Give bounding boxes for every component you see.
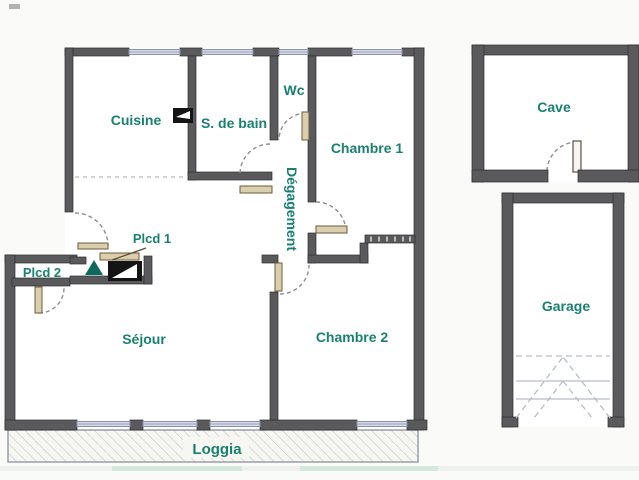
room-label-cuisine: Cuisine — [111, 112, 162, 128]
apartment-interior — [5, 48, 424, 430]
room-label-plcd1: Plcd 1 — [133, 231, 171, 246]
bottom-band-green-right — [300, 466, 438, 471]
room-label-garage: Garage — [542, 298, 590, 314]
room-label-plcd2: Plcd 2 — [23, 265, 61, 280]
chambre1-door-leaf — [315, 225, 348, 234]
degagement-door-leaf — [274, 262, 283, 292]
radiator — [364, 234, 416, 244]
wall-sdb-bottom — [187, 171, 273, 181]
fixture-glyph — [173, 108, 193, 123]
cave-interior — [472, 45, 639, 182]
entry-area — [69, 247, 153, 285]
room-label-sejour: Séjour — [122, 331, 166, 347]
bottom-band-green-left — [112, 466, 242, 471]
room-label-wc: Wc — [284, 82, 305, 98]
garage-interior — [502, 193, 624, 427]
stairs-glyph — [108, 261, 142, 281]
right-wall — [413, 47, 425, 431]
plcd1-pointer-line — [111, 247, 147, 261]
wall-sdb-wc — [269, 55, 279, 141]
wall-chambre1-bottom — [307, 254, 369, 264]
room-label-sdb: S. de bain — [201, 115, 267, 131]
windows-bottom — [76, 421, 408, 427]
entry-marker-triangle — [85, 260, 103, 275]
doors — [34, 111, 582, 314]
plcd2-door-leaf — [34, 286, 43, 314]
room-label-degagement: Dégagement — [284, 167, 300, 251]
room-label-chambre1: Chambre 1 — [331, 140, 404, 156]
sdb-door-leaf — [239, 185, 273, 194]
cave-walls — [471, 44, 639, 183]
left-upper-wall — [64, 47, 74, 213]
entry-door-leaf — [77, 242, 109, 250]
loggia-label-backing — [183, 437, 249, 458]
cave-door-leaf — [572, 140, 582, 173]
room-label-chambre2: Chambre 2 — [316, 329, 389, 345]
wall-sejour-chambre2 — [269, 291, 279, 421]
plcd1-door-leaf — [99, 252, 140, 261]
windows-top — [128, 49, 403, 55]
garage-walls — [501, 192, 625, 428]
room-label-loggia: Loggia — [192, 441, 242, 458]
room-label-cave: Cave — [537, 99, 571, 115]
wc-door-leaf — [301, 111, 310, 141]
garage-door-mechanism — [515, 355, 611, 419]
corner-artifact — [9, 4, 20, 9]
